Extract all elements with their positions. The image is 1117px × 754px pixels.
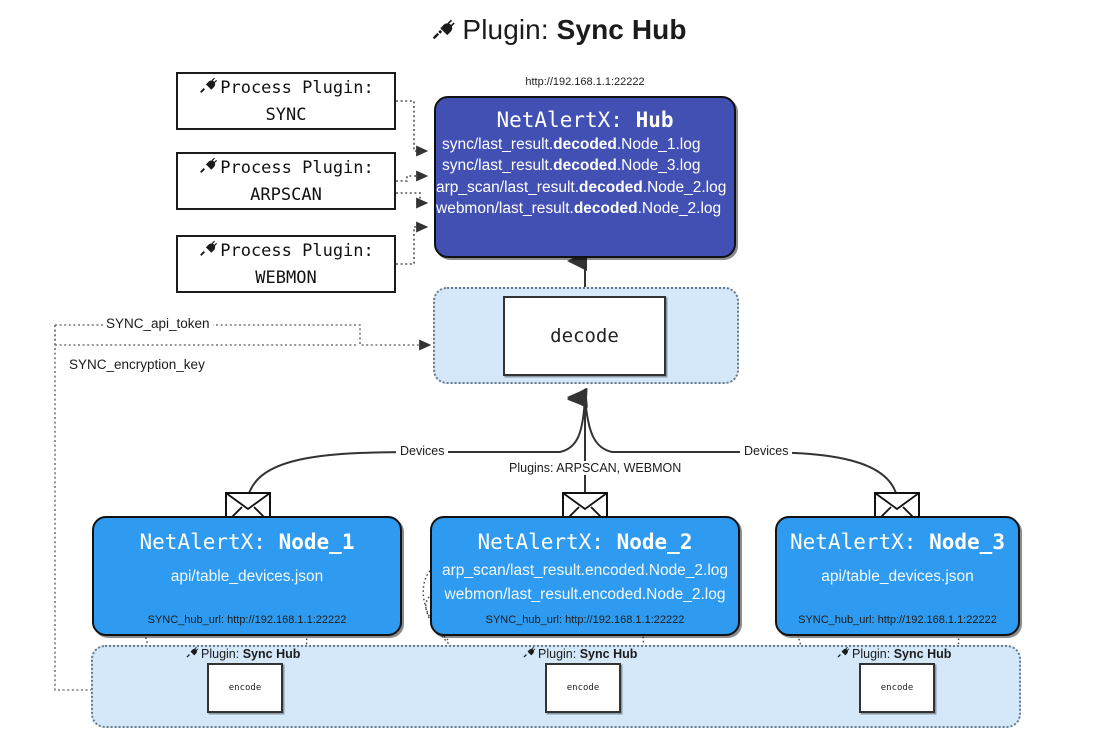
node-title-prefix: NetAlertX: — [477, 530, 604, 554]
title-name: Sync Hub — [556, 14, 687, 45]
process-plugin-box-arpscan[interactable]: Process Plugin: ARPSCAN — [176, 152, 396, 210]
hub-title-prefix: NetAlertX: — [496, 108, 623, 132]
process-plugin-name: SYNC — [265, 104, 307, 125]
edge-label-devices-left: Devices — [396, 444, 449, 458]
node-hub-url: SYNC_hub_url: http://192.168.1.1:22222 — [147, 614, 347, 626]
encode-box-node-1[interactable]: encode — [207, 663, 283, 713]
encode-plugin-label: Plugin: Sync Hub — [185, 645, 300, 662]
encode-plugin-label: Plugin: Sync Hub — [522, 645, 637, 662]
secret-label-api-token: SYNC_api_token — [103, 316, 213, 331]
hub-box[interactable]: NetAlertX: Hub sync/last_result.decoded.… — [434, 96, 736, 258]
node-file: arp_scan/last_result.encoded.Node_2.log — [441, 562, 729, 579]
plugin-label-name: Sync Hub — [579, 646, 638, 661]
node-title: NetAlertX: Node_3 — [777, 530, 1018, 554]
node-file: api/table_devices.json — [170, 568, 324, 585]
decode-box[interactable]: decode — [503, 296, 666, 376]
node-title: NetAlertX: Node_2 — [432, 530, 738, 554]
plug-icon — [836, 645, 850, 662]
plug-icon — [198, 75, 218, 103]
plugin-label-name: Sync Hub — [893, 646, 952, 661]
plug-icon — [522, 645, 536, 662]
plugin-label-name: Sync Hub — [242, 646, 301, 661]
plugin-label-prefix: Plugin: — [538, 646, 577, 661]
process-plugin-name: WEBMON — [255, 267, 317, 288]
node-title-prefix: NetAlertX: — [139, 530, 266, 554]
process-plugin-box-sync[interactable]: Process Plugin: SYNC — [176, 72, 396, 130]
plug-icon — [430, 16, 456, 49]
title-prefix: Plugin: — [462, 14, 549, 45]
encode-box-node-3[interactable]: encode — [859, 663, 935, 713]
process-plugin-label: Process Plugin: — [220, 78, 374, 99]
edge-label-devices-right: Devices — [740, 444, 793, 458]
plug-icon — [198, 155, 218, 183]
hub-title-name: Hub — [635, 108, 674, 132]
page-title: Plugin: Sync Hub — [0, 14, 1117, 49]
node-title-name: Node_2 — [616, 530, 693, 554]
node-title-name: Node_1 — [278, 530, 355, 554]
node-hub-url: SYNC_hub_url: http://192.168.1.1:22222 — [798, 614, 997, 626]
hub-log-row: sync/last_result.decoded.Node_3.log — [442, 157, 701, 174]
plug-icon — [198, 238, 218, 266]
node-box-node-2[interactable]: NetAlertX: Node_2 arp_scan/last_result.e… — [430, 516, 740, 636]
node-hub-url: SYNC_hub_url: http://192.168.1.1:22222 — [485, 614, 685, 626]
process-plugin-box-webmon[interactable]: Process Plugin: WEBMON — [176, 235, 396, 293]
edge-label-plugins-center: Plugins: ARPSCAN, WEBMON — [505, 461, 686, 475]
process-plugin-label: Process Plugin: — [220, 241, 374, 262]
encode-plugin-label: Plugin: Sync Hub — [836, 645, 951, 662]
node-title-name: Node_3 — [929, 530, 1005, 554]
node-file: webmon/last_result.encoded.Node_2.log — [444, 586, 726, 603]
node-file: api/table_devices.json — [821, 568, 974, 585]
hub-log-row: sync/last_result.decoded.Node_1.log — [442, 135, 701, 153]
process-plugin-label: Process Plugin: — [220, 158, 374, 179]
hub-title: NetAlertX: Hub — [436, 108, 734, 132]
node-box-node-1[interactable]: NetAlertX: Node_1 api/table_devices.json… — [92, 516, 402, 636]
plug-icon — [185, 645, 199, 662]
plugin-label-prefix: Plugin: — [852, 646, 891, 661]
encode-box-node-2[interactable]: encode — [545, 663, 621, 713]
node-box-node-3[interactable]: NetAlertX: Node_3 api/table_devices.json… — [775, 516, 1020, 636]
hub-log-row: webmon/last_result.decoded.Node_2.log — [436, 200, 722, 217]
process-plugin-name: ARPSCAN — [250, 184, 322, 205]
plugin-label-prefix: Plugin: — [201, 646, 240, 661]
secret-label-encryption-key: SYNC_encryption_key — [66, 357, 208, 372]
hub-url-label: http://192.168.1.1:22222 — [525, 76, 645, 88]
hub-log-row: arp_scan/last_result.decoded.Node_2.log — [436, 178, 727, 196]
node-title-prefix: NetAlertX: — [790, 530, 917, 554]
node-title: NetAlertX: Node_1 — [94, 530, 400, 554]
